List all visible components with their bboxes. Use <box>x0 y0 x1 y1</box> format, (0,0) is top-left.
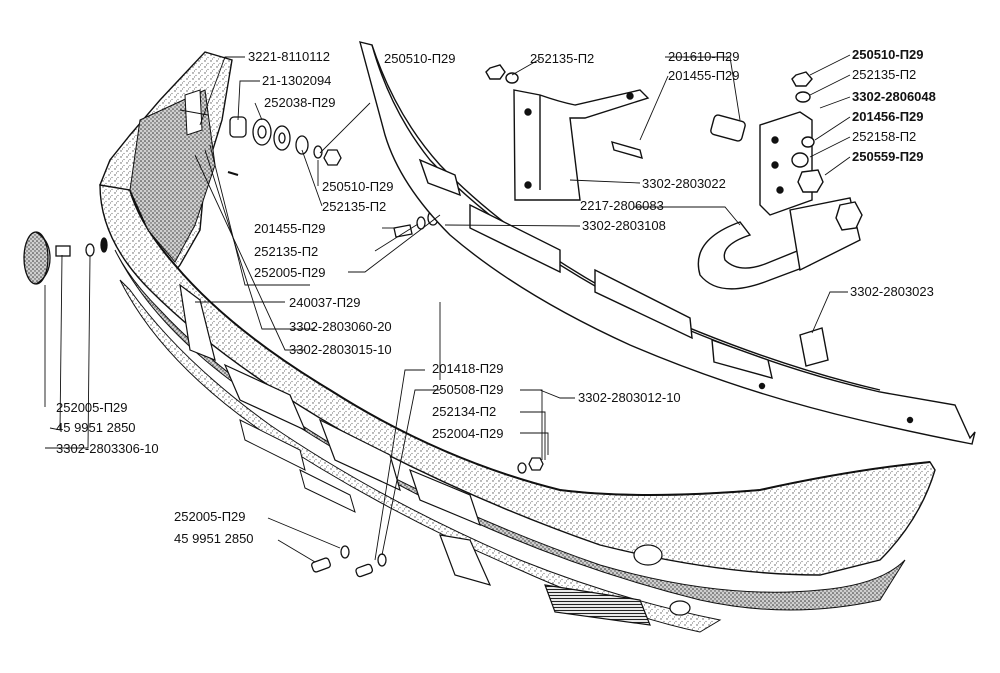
label-3302-2803108: 3302-2803108 <box>582 218 666 233</box>
label-240037-p29: 240037-П29 <box>289 295 361 310</box>
mounting-bracket <box>485 64 650 201</box>
front-bumper <box>99 51 936 633</box>
label-45-9951-2850-a: 45 9951 2850 <box>56 420 136 435</box>
label-252134-p2: 252134-П2 <box>432 404 496 419</box>
label-250508-p29: 250508-П29 <box>432 382 504 397</box>
label-252005-p29-a: 252005-П29 <box>254 265 326 280</box>
side-marker-lamp <box>23 231 108 285</box>
label-250510-p29-c: 250510-П29 <box>852 47 924 62</box>
label-252005-p29-b: 252005-П29 <box>56 400 128 415</box>
leader-lines <box>44 54 851 563</box>
label-201455-p29-a: 201455-П29 <box>254 221 326 236</box>
label-3302-2803012-10: 3302-2803012-10 <box>578 390 681 405</box>
label-3302-2803023: 3302-2803023 <box>850 284 934 299</box>
label-2217-2806083: 2217-2806083 <box>580 198 664 213</box>
label-201418-p29: 201418-П29 <box>432 361 504 376</box>
label-3302-2803306-10: 3302-2803306-10 <box>56 441 159 456</box>
label-3302-2806048: 3302-2806048 <box>852 89 936 104</box>
label-201455-p29-b: 201455-П29 <box>668 68 740 83</box>
label-252135-p2-d: 252135-П2 <box>852 67 916 82</box>
label-252135-p2-c: 252135-П2 <box>530 51 594 66</box>
label-201610-p29: 201610-П29 <box>668 49 740 64</box>
label-3302-2803022: 3302-2803022 <box>642 176 726 191</box>
label-45-9951-2850-b: 45 9951 2850 <box>174 531 254 546</box>
label-252004-p29: 252004-П29 <box>432 426 504 441</box>
tow-hook-assembly <box>697 71 863 290</box>
label-252005-p29-c: 252005-П29 <box>174 509 246 524</box>
label-3302-2803060-20: 3302-2803060-20 <box>289 319 392 334</box>
label-201456-p29: 201456-П29 <box>852 109 924 124</box>
part-number-labels: 3221-8110112 21-1302094 252038-П29 25051… <box>56 47 936 546</box>
label-3302-2803015-10: 3302-2803015-10 <box>289 342 392 357</box>
label-252135-p2-a: 252135-П2 <box>322 199 386 214</box>
bumper-reinforcement-beam <box>359 41 976 445</box>
label-250559-p29: 250559-П29 <box>852 149 924 164</box>
label-21-1302094: 21-1302094 <box>262 73 331 88</box>
label-252135-p2-b: 252135-П2 <box>254 244 318 259</box>
label-250510-p29-a: 250510-П29 <box>322 179 394 194</box>
label-3221-8110112: 3221-8110112 <box>248 49 330 64</box>
label-252158-p2: 252158-П2 <box>852 129 916 144</box>
label-250510-p29-b: 250510-П29 <box>384 51 456 66</box>
label-252038-p29: 252038-П29 <box>264 95 336 110</box>
lower-fasteners <box>311 457 544 578</box>
